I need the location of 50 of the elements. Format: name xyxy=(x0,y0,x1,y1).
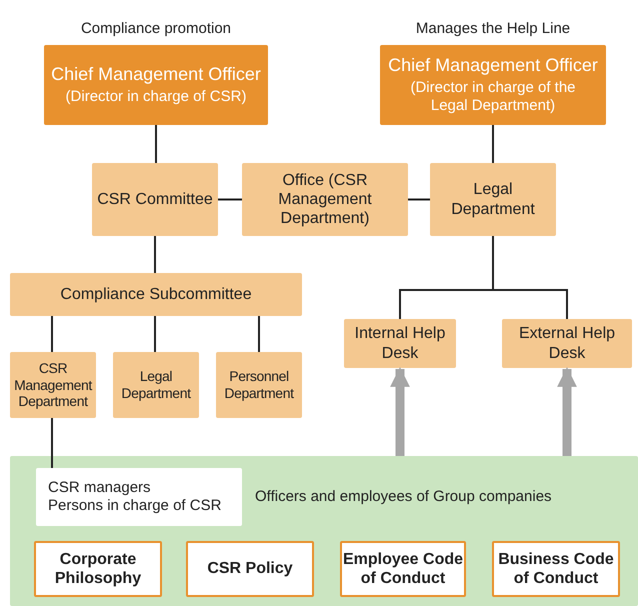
box-title: Business Code of Conduct xyxy=(497,550,615,588)
connector-line xyxy=(492,125,494,163)
arrow xyxy=(557,367,577,456)
connector-line xyxy=(154,236,156,273)
box-title: Office (CSR Management Department) xyxy=(277,170,373,228)
org-box xyxy=(216,352,302,418)
document-box xyxy=(492,541,620,597)
officer-box xyxy=(380,45,606,125)
org-box xyxy=(430,163,556,236)
box-title: Compliance Subcommittee xyxy=(60,284,252,304)
connector-line xyxy=(218,198,242,200)
box-title: CSR Management Department xyxy=(13,360,94,410)
connector-line xyxy=(408,198,430,200)
box-title: CSR Policy xyxy=(207,559,293,579)
connector-line xyxy=(51,316,53,352)
org-box xyxy=(344,319,456,368)
group-band xyxy=(10,456,638,606)
officer-box xyxy=(44,45,268,125)
box-title: Chief Management Officer xyxy=(51,64,261,86)
box-title: CSR Committee xyxy=(97,190,213,210)
document-box xyxy=(186,541,314,597)
org-box xyxy=(10,273,302,316)
box-subtitle: Persons in charge of CSR xyxy=(48,497,222,515)
box-title: CSR managers xyxy=(48,479,151,497)
section-heading: Manages the Help Line xyxy=(414,20,572,37)
role-box xyxy=(36,468,242,526)
connector-line xyxy=(154,316,156,352)
box-subtitle: (Director in charge of the Legal Department) xyxy=(409,78,577,115)
org-box xyxy=(10,352,96,418)
box-title: Legal Department xyxy=(450,180,536,219)
arrow xyxy=(390,367,410,456)
box-subtitle: (Director in charge of CSR) xyxy=(64,86,248,106)
org-box xyxy=(92,163,218,236)
section-heading: Compliance promotion xyxy=(80,20,232,37)
box-title: Personnel Department xyxy=(223,368,295,402)
box-title: Legal Department xyxy=(120,368,192,402)
box-title: Employee Code of Conduct xyxy=(342,550,464,588)
group-label: Officers and employees of Group companies xyxy=(255,488,552,506)
connector-line xyxy=(51,418,53,468)
box-title: Chief Management Officer xyxy=(388,55,598,77)
document-box xyxy=(340,541,466,597)
box-title: Corporate Philosophy xyxy=(54,550,142,588)
org-box xyxy=(242,163,408,236)
org-box xyxy=(502,319,632,368)
connector-line xyxy=(258,316,260,352)
box-title: Internal Help Desk xyxy=(354,324,446,363)
box-title: External Help Desk xyxy=(518,324,616,363)
org-box xyxy=(113,352,199,418)
document-box xyxy=(34,541,162,597)
connector-line xyxy=(155,125,157,163)
